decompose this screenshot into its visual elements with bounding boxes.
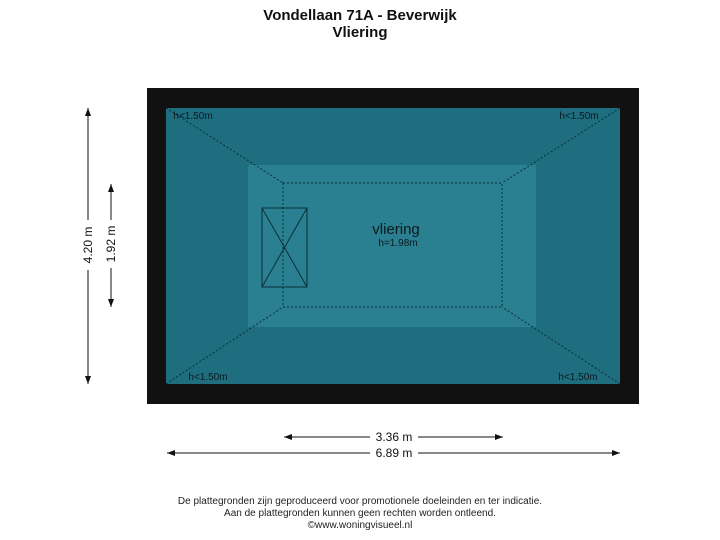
copyright: ©www.woningvisueel.nl <box>307 520 413 531</box>
dimension-outer-height: 4.20 m <box>81 227 95 264</box>
disclaimer-line-1: De plattegronden zijn geproduceerd voor … <box>177 496 543 507</box>
plan-title: Vondellaan 71A - Beverwijk <box>263 7 457 24</box>
room-height: h=1.98m <box>378 238 417 249</box>
dimension-inner-height: 1.92 m <box>104 226 118 263</box>
dimension-outer-width: 6.89 m <box>376 446 413 460</box>
room-name: vliering <box>372 221 420 238</box>
corner-height-top-left: h<1.50m <box>173 111 212 122</box>
center-area <box>248 165 536 327</box>
disclaimer-line-2: Aan de plattegronden kunnen geen rechten… <box>224 508 496 519</box>
corner-height-top-right: h<1.50m <box>559 111 598 122</box>
roof-hatch <box>261 207 308 288</box>
floor-name: Vliering <box>332 24 388 41</box>
dimension-inner-width: 3.36 m <box>376 430 413 444</box>
corner-height-bottom-right: h<1.50m <box>558 372 597 383</box>
corner-height-bottom-left: h<1.50m <box>188 372 227 383</box>
